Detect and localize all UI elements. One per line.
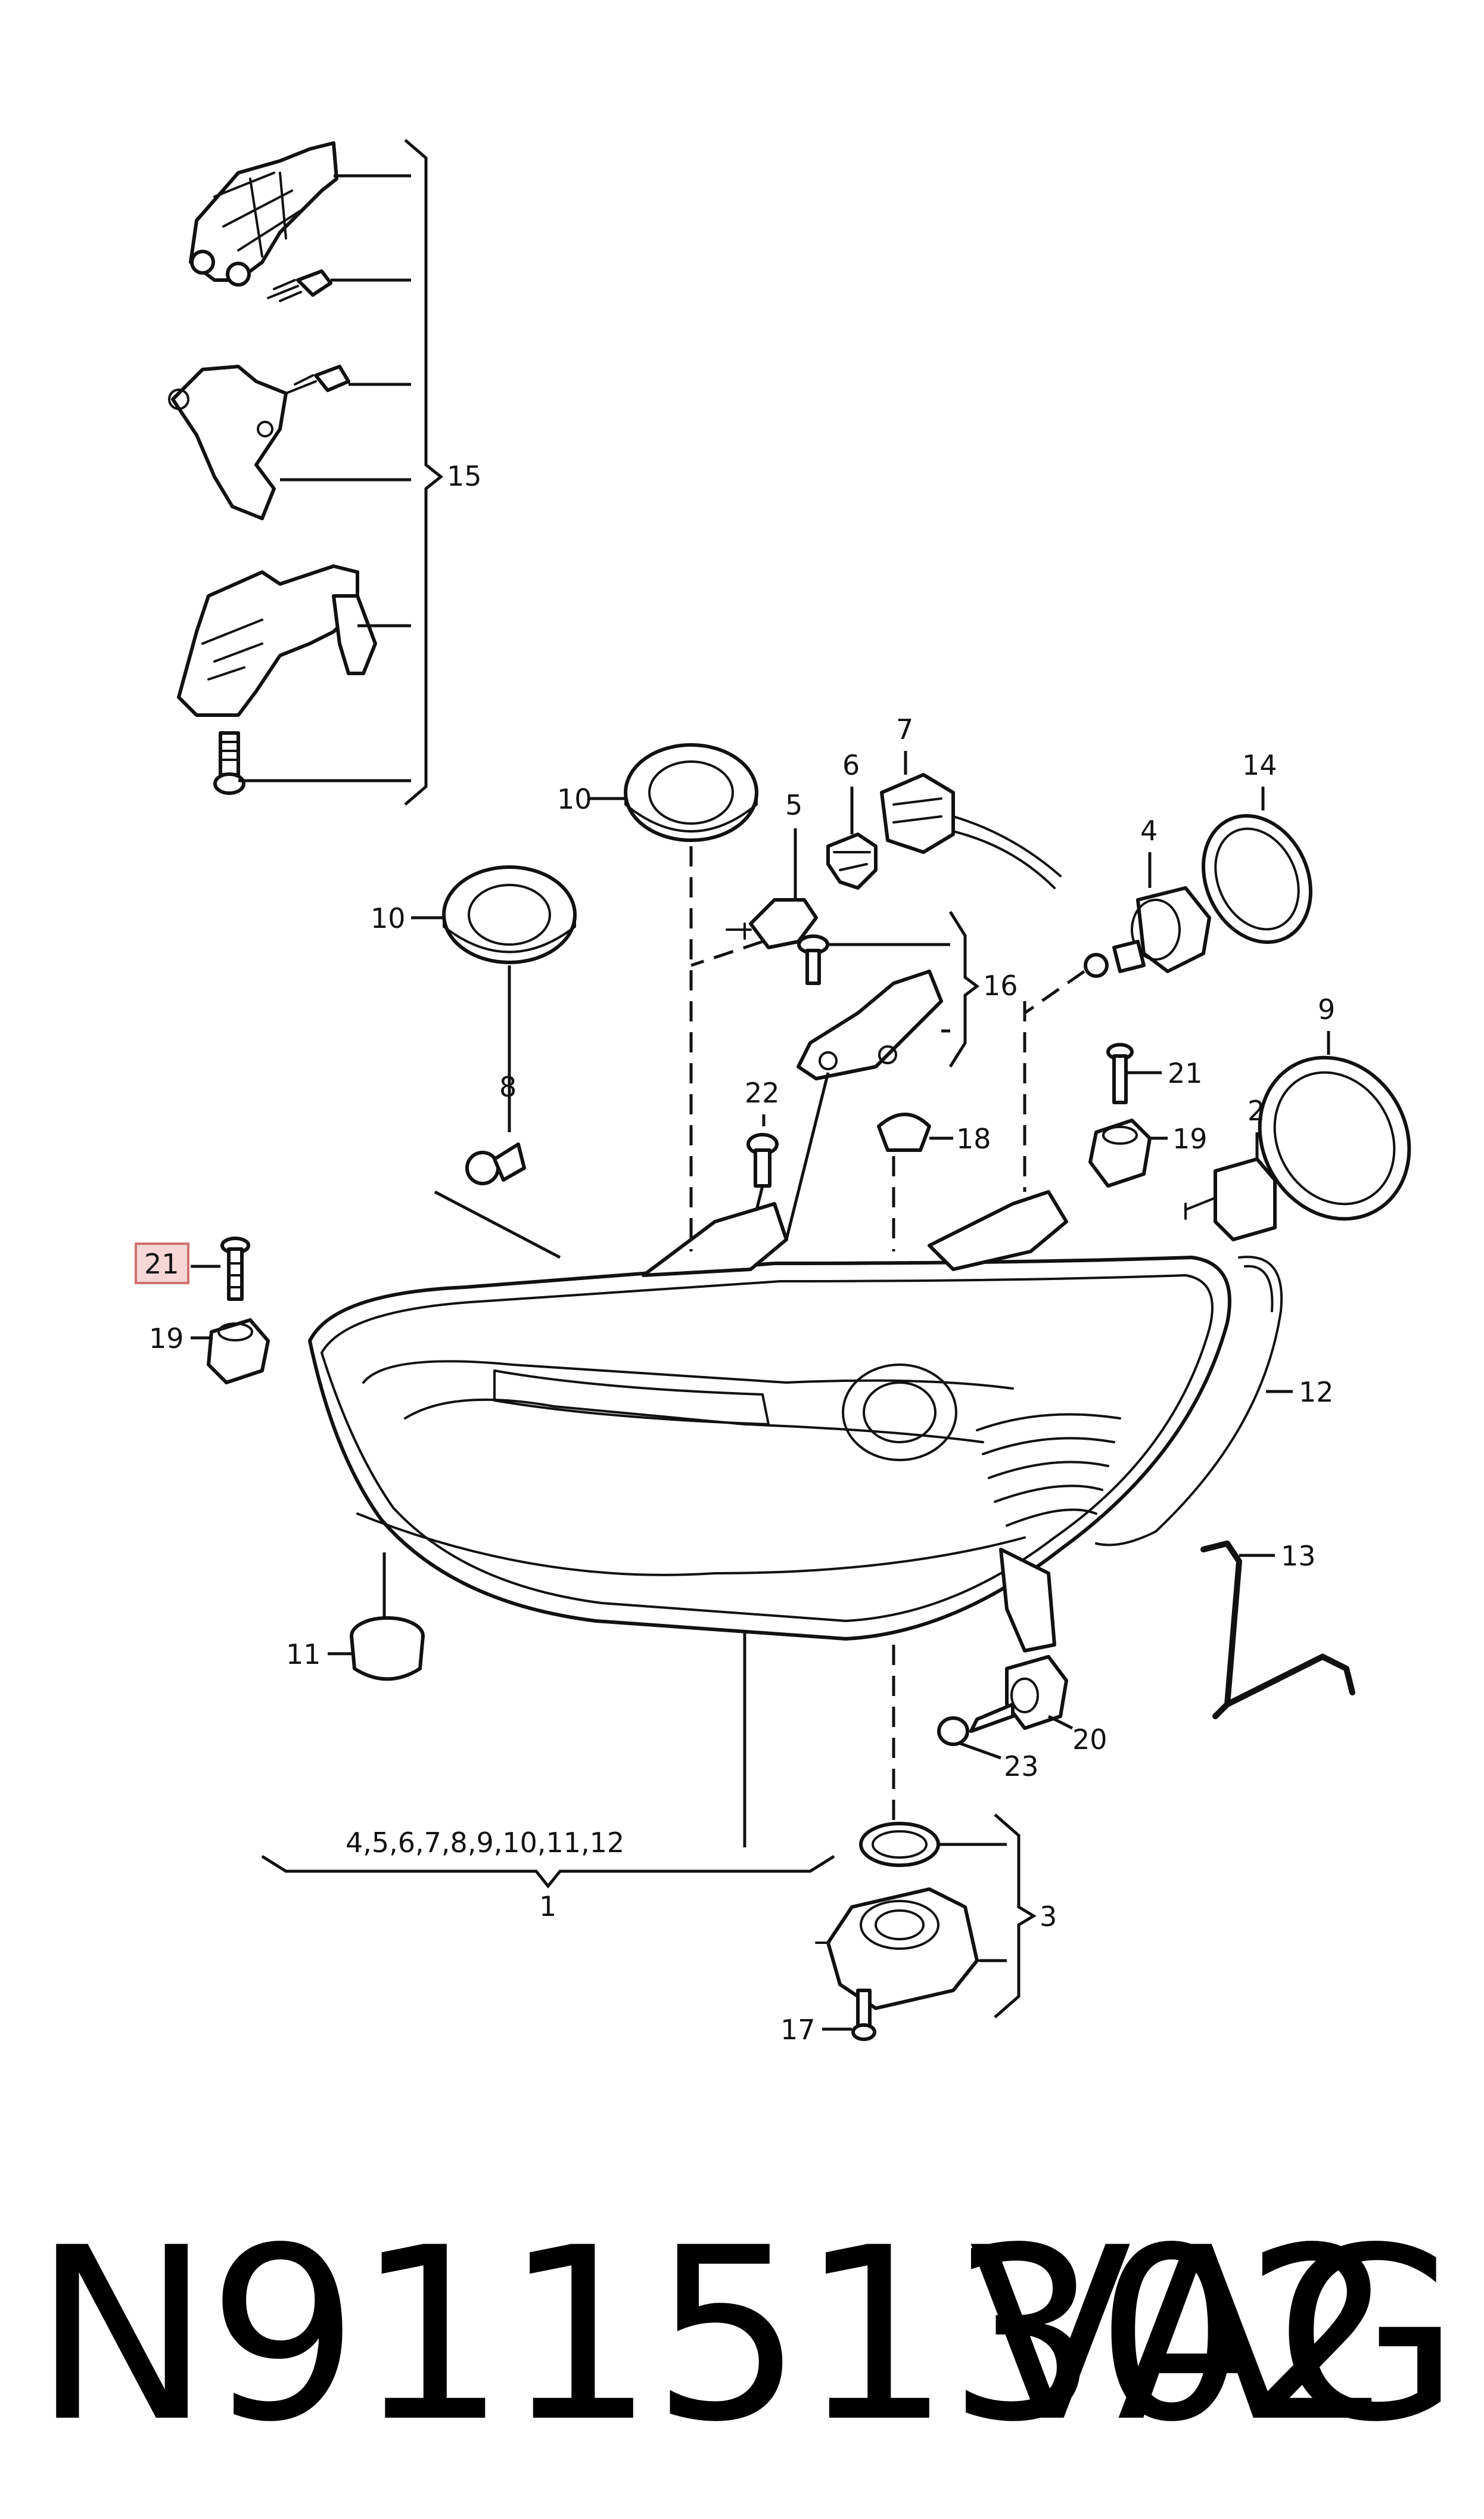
part-1-headlight-housing — [308, 1190, 1231, 1653]
part-12-seal-strip — [1095, 1256, 1283, 1546]
part-15-screw-a — [267, 269, 332, 302]
part-18-plug — [877, 1113, 931, 1152]
callout-group-1-list[interactable]: 4,5,6,7,8,9,10,11,12 — [346, 1827, 624, 1859]
part-15-bolt — [213, 731, 245, 795]
part-19-clip-right — [1088, 1119, 1152, 1188]
exploded-parts-diagram: 15 10 10 8 5 6 7 — [135, 139, 1411, 2046]
part-17-screw — [851, 1989, 876, 2041]
part-10-left-cap — [442, 865, 577, 964]
brand-name: VAG — [969, 2197, 1460, 2474]
callout-6[interactable]: 6 — [842, 749, 860, 781]
callout-7[interactable]: 7 — [896, 713, 913, 746]
callout-4[interactable]: 4 — [1140, 815, 1158, 847]
part-6-bulb-holder — [826, 833, 878, 890]
part-14-cap-ring — [1202, 814, 1312, 944]
part-13-vent-hose — [1200, 1540, 1355, 1719]
callout-19-right[interactable]: 19 — [1172, 1123, 1208, 1155]
part-4-level-motor — [1084, 886, 1211, 978]
part-22-screw — [746, 1133, 779, 1188]
part-5-h7-bulb — [726, 898, 818, 949]
callout-13[interactable]: 13 — [1281, 1540, 1316, 1572]
part-9-cover-ring — [1258, 1055, 1411, 1221]
callout-11[interactable]: 11 — [286, 1638, 321, 1670]
part-21-screw-left — [220, 1237, 250, 1301]
callout-10-left[interactable]: 10 — [371, 902, 406, 934]
group-1-bracket — [261, 1633, 835, 1889]
part-15-screw-b — [285, 365, 350, 395]
callout-15[interactable]: 15 — [447, 460, 482, 492]
part-20-clip — [1005, 1655, 1068, 1730]
part-19-clip-left — [207, 1318, 270, 1384]
part-3-ballast-unit — [815, 1887, 990, 2010]
callout-19-left[interactable]: 19 — [149, 1322, 184, 1355]
callout-1[interactable]: 1 — [539, 1890, 556, 1922]
callout-12[interactable]: 12 — [1299, 1376, 1334, 1408]
callout-20[interactable]: 20 — [1072, 1723, 1107, 1756]
callout-21-left-highlight — [135, 1243, 189, 1284]
part-7-connector — [880, 773, 1062, 889]
callout-16[interactable]: 16 — [983, 970, 1018, 1002]
part-11-cap — [350, 1616, 425, 1681]
part-16-bracket — [797, 970, 943, 1080]
projection-lines — [434, 846, 1085, 1835]
part-10-upper-cap — [624, 743, 758, 842]
part-15-clip-bracket — [177, 564, 377, 717]
part-23-screw — [937, 1703, 1015, 1746]
callout-18[interactable]: 18 — [956, 1123, 991, 1155]
part-number: N91151302 — [33, 2197, 1395, 2474]
callout-14[interactable]: 14 — [1242, 749, 1277, 781]
part-8-bulb — [465, 1142, 526, 1185]
part-16-screw — [797, 934, 829, 985]
part-21-screw-right — [1106, 1043, 1134, 1104]
part-3-seal-ring — [859, 1822, 940, 1867]
callout-9[interactable]: 9 — [1318, 993, 1335, 1026]
callout-22[interactable]: 22 — [745, 1077, 780, 1109]
part-2-xenon-bulb — [1184, 1157, 1277, 1241]
callout-10-upper[interactable]: 10 — [557, 783, 592, 815]
callout-5[interactable]: 5 — [785, 789, 802, 821]
callout-17[interactable]: 17 — [780, 2014, 816, 2046]
callout-21-right[interactable]: 21 — [1168, 1057, 1203, 1089]
callout-21-left[interactable]: 21 — [144, 1248, 179, 1280]
part-15-plate — [168, 365, 288, 520]
part-15-upper-bracket — [189, 141, 338, 287]
callout-23[interactable]: 23 — [1004, 1750, 1039, 1782]
callout-8[interactable]: 8 — [499, 1071, 517, 1103]
group-15-leaders — [238, 139, 444, 806]
callout-3[interactable]: 3 — [1040, 1900, 1057, 1933]
callout-2[interactable]: 2 — [1247, 1095, 1265, 1127]
